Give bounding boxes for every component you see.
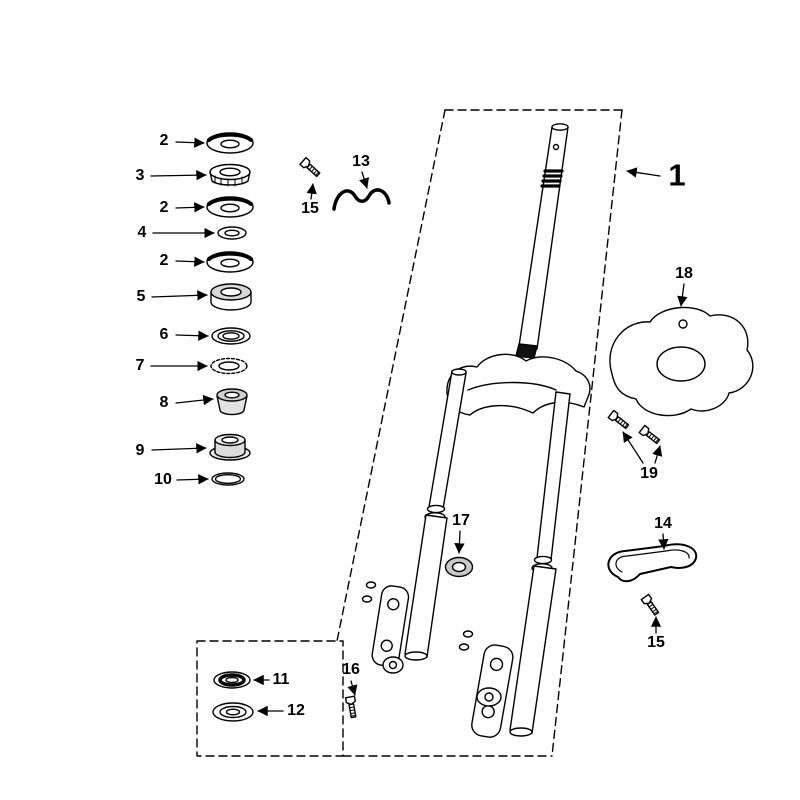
callout-part-10: 10	[154, 471, 172, 488]
part-2-washer-c	[206, 251, 254, 273]
steering-tube	[515, 123, 569, 359]
part-3-cone-ring	[209, 163, 251, 187]
callout-part-6: 6	[159, 326, 169, 343]
callout-part-9: 9	[135, 442, 145, 459]
callout-part-7: 7	[135, 357, 145, 374]
callout-part-8: 8	[159, 394, 169, 411]
callout-part-2-b: 2	[159, 199, 169, 216]
leader-lines	[150, 137, 688, 717]
part-2-washer-b	[206, 196, 254, 218]
part-13-wire-clip	[332, 188, 391, 211]
part-7-serrated-ring	[210, 357, 248, 375]
callout-part-17: 17	[452, 512, 470, 529]
seal-kit-boundary	[196, 640, 344, 757]
part-12-seal	[212, 702, 254, 722]
callout-part-2-c: 2	[159, 252, 169, 269]
callout-part-1: 1	[668, 157, 686, 193]
callout-part-14: 14	[654, 515, 672, 532]
triple-clamp	[446, 353, 591, 416]
part-19-bolts	[607, 409, 662, 446]
part-11-washer	[213, 671, 251, 689]
callout-part-19: 19	[640, 465, 658, 482]
left-fork-leg	[361, 368, 467, 674]
callout-part-11: 11	[272, 671, 290, 688]
part-16-bolt	[344, 695, 359, 719]
callout-part-15-right: 15	[647, 634, 665, 651]
callout-part-18: 18	[675, 265, 693, 282]
callout-part-4: 4	[137, 224, 147, 241]
part-5-bearing	[210, 283, 252, 311]
callout-part-13: 13	[352, 153, 370, 170]
part-15-bolt-top	[299, 156, 322, 179]
part-8-dust-cup	[216, 388, 248, 416]
callout-part-3: 3	[135, 167, 145, 184]
right-fork-leg	[458, 391, 571, 738]
callout-part-15-top: 15	[301, 200, 319, 217]
part-4-washer	[217, 226, 247, 240]
part-9-cap	[209, 433, 251, 461]
part-2-washer-a	[206, 132, 254, 154]
part-17-seal-ring	[444, 556, 474, 578]
part-10-snap-ring	[211, 472, 245, 486]
main-assembly-boundary	[336, 109, 623, 757]
callout-part-5: 5	[136, 288, 146, 305]
callout-part-2-a: 2	[159, 132, 169, 149]
callout-part-16: 16	[342, 661, 360, 678]
part-15-bolt-right	[640, 593, 662, 618]
part-14-spring-clip	[607, 543, 698, 583]
part-18-plate	[609, 306, 754, 417]
callout-part-12: 12	[287, 702, 305, 719]
part-6-washer	[211, 327, 251, 345]
